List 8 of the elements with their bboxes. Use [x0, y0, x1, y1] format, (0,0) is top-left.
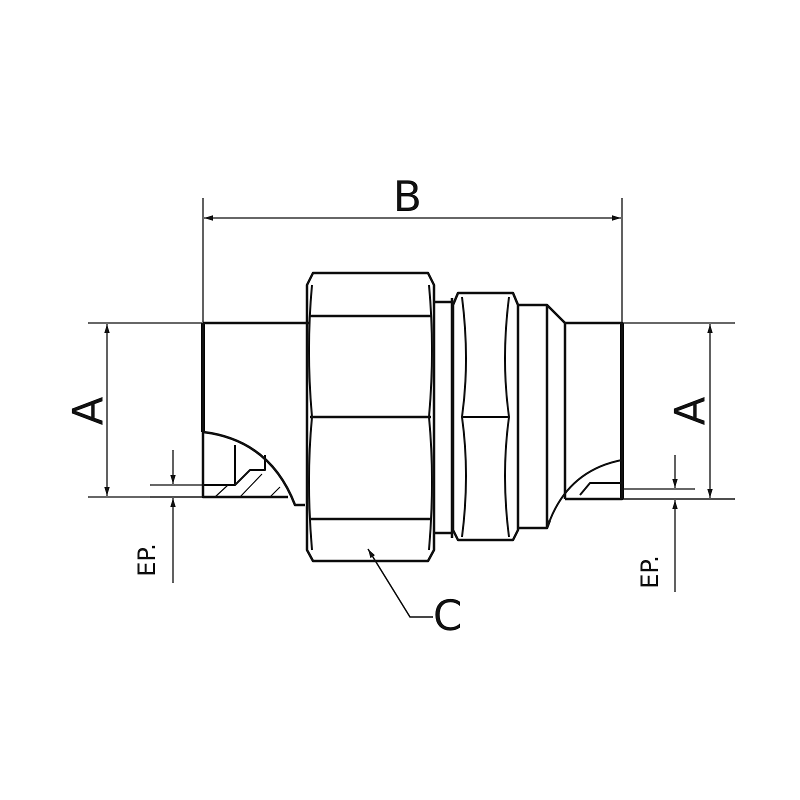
dimension-label: A: [67, 396, 110, 426]
callout-letter: C: [433, 595, 462, 637]
dimension-label: A: [669, 396, 712, 426]
dimension-label: EP.: [134, 543, 159, 577]
leader-line: [367, 548, 433, 618]
dimension-label: EP.: [638, 555, 662, 589]
dimension-label: B: [393, 176, 422, 218]
hex-nut: [306, 272, 436, 562]
